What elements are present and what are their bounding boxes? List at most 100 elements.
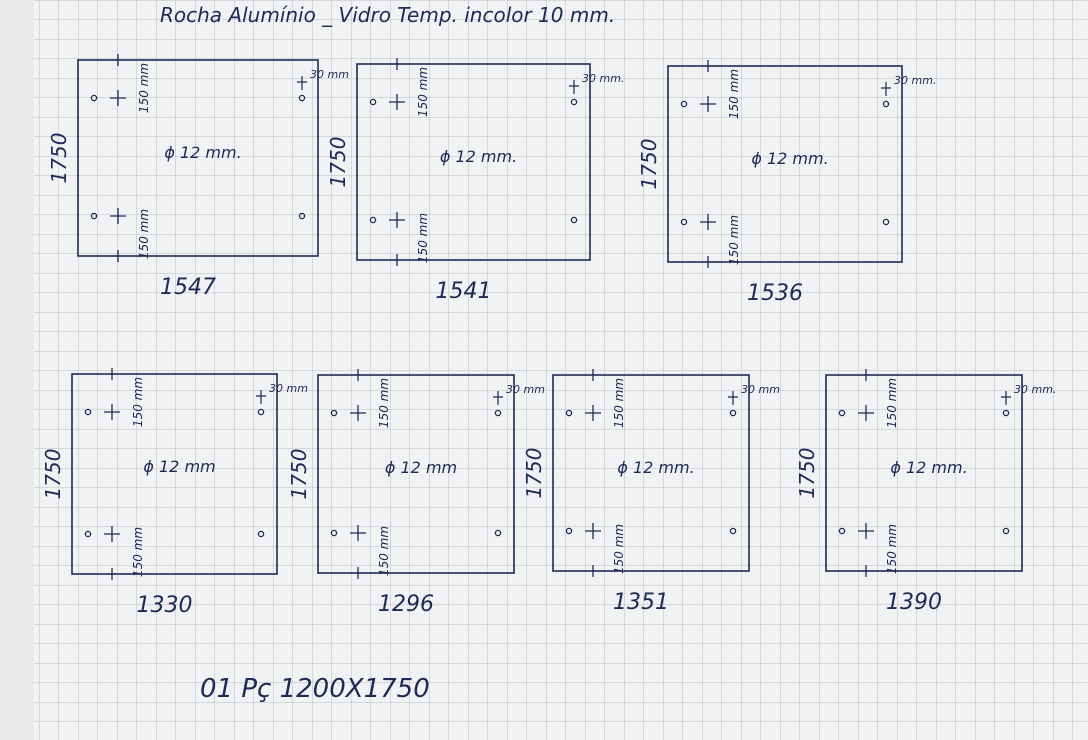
side-offset-mark — [256, 390, 266, 404]
drill-hole — [565, 409, 573, 417]
side-offset-label: 30 mm. — [1014, 383, 1056, 396]
hole-position-mark — [389, 212, 405, 228]
panel-outline — [356, 63, 591, 261]
edge-distance-bottom-label: 150 mm — [131, 527, 145, 577]
panel-outline — [667, 65, 903, 263]
hole-position-mark — [350, 525, 366, 541]
edge-distance-bottom-label: 150 mm — [612, 524, 626, 574]
side-offset-mark — [728, 391, 738, 405]
edge-distance-bottom-label: 150 mm — [137, 209, 151, 259]
side-offset-label: 30 mm — [310, 68, 349, 81]
panel-width-label: 1536 — [747, 281, 803, 306]
hole-position-mark — [104, 404, 120, 420]
left-margin-strip — [0, 0, 34, 740]
panel-height-label: 1750 — [795, 448, 819, 499]
side-offset-mark — [493, 391, 503, 405]
drill-hole — [494, 409, 502, 417]
edge-distance-top-label: 150 mm — [612, 378, 626, 428]
drill-hole — [369, 216, 377, 224]
drill-hole — [680, 218, 688, 226]
hole-position-mark — [585, 523, 601, 539]
hole-diameter-label: ϕ 12 mm. — [751, 149, 828, 168]
edge-distance-top-label: 150 mm — [727, 69, 741, 119]
drill-hole — [330, 529, 338, 537]
hole-position-mark — [350, 405, 366, 421]
hole-position-mark — [585, 405, 601, 421]
edge-distance-bottom-label: 150 mm — [885, 524, 899, 574]
hole-diameter-label: ϕ 12 mm. — [164, 143, 241, 162]
hole-diameter-label: ϕ 12 mm. — [440, 147, 517, 166]
glass-panel-6: 1750 1351 ϕ 12 mm. 150 mm 150 mm 30 mm — [522, 369, 780, 615]
order-note: 01 Pç 1200X1750 — [200, 674, 430, 704]
drill-hole — [1002, 409, 1010, 417]
edge-distance-top-label: 150 mm — [416, 67, 430, 117]
hole-position-mark — [110, 208, 126, 224]
edge-distance-top-label: 150 mm — [377, 378, 391, 428]
drill-hole — [729, 409, 737, 417]
drill-hole — [1002, 527, 1010, 535]
hole-position-mark — [389, 94, 405, 110]
panel-outline — [552, 374, 750, 572]
side-offset-label: 30 mm — [741, 383, 780, 396]
hole-position-mark — [858, 523, 874, 539]
drill-hole — [369, 98, 377, 106]
drill-hole — [298, 94, 306, 102]
panel-height-label: 1750 — [287, 449, 311, 500]
panel-outline — [77, 59, 319, 257]
drill-hole — [494, 529, 502, 537]
panel-width-label: 1541 — [436, 279, 492, 304]
drill-hole — [838, 527, 846, 535]
side-offset-mark — [569, 80, 579, 94]
hole-position-mark — [858, 405, 874, 421]
glass-panel-1: 1750 1547 ϕ 12 mm. 150 mm 150 mm 30 mm — [47, 54, 349, 300]
drill-hole — [257, 408, 265, 416]
panel-outline — [71, 373, 278, 575]
panel-width-label: 1330 — [137, 593, 193, 618]
drill-hole — [565, 527, 573, 535]
edge-distance-top-label: 150 mm — [137, 63, 151, 113]
drill-hole — [729, 527, 737, 535]
drill-hole — [257, 530, 265, 538]
panel-height-label: 1750 — [326, 137, 350, 188]
panel-width-label: 1351 — [613, 590, 669, 615]
panel-height-label: 1750 — [522, 448, 546, 499]
drill-hole — [298, 212, 306, 220]
hole-diameter-label: ϕ 12 mm. — [617, 458, 694, 477]
sheet-title: Rocha Alumínio _ Vidro Temp. incolor 10 … — [160, 3, 615, 27]
side-offset-mark — [881, 82, 891, 96]
panel-width-label: 1390 — [886, 590, 942, 615]
panel-height-label: 1750 — [47, 133, 71, 184]
drill-hole — [330, 409, 338, 417]
edge-distance-top-label: 150 mm — [131, 377, 145, 427]
hole-position-mark — [110, 90, 126, 106]
hole-position-mark — [700, 214, 716, 230]
panel-outline — [825, 374, 1023, 572]
drill-hole — [570, 216, 578, 224]
edge-distance-bottom-label: 150 mm — [377, 526, 391, 576]
edge-distance-bottom-label: 150 mm — [416, 213, 430, 263]
panel-outline — [317, 374, 515, 574]
hole-position-mark — [104, 526, 120, 542]
drill-hole — [84, 530, 92, 538]
side-offset-label: 30 mm — [506, 383, 545, 396]
hole-diameter-label: ϕ 12 mm — [385, 458, 457, 477]
panel-height-label: 1750 — [41, 449, 65, 500]
drill-hole — [838, 409, 846, 417]
drill-hole — [680, 100, 688, 108]
side-offset-label: 30 mm — [269, 382, 308, 395]
drill-hole — [570, 98, 578, 106]
hole-position-mark — [700, 96, 716, 112]
side-offset-mark — [1001, 391, 1011, 405]
panel-width-label: 1547 — [160, 275, 216, 300]
hole-diameter-label: ϕ 12 mm — [143, 457, 215, 476]
side-offset-mark — [297, 76, 307, 90]
panel-height-label: 1750 — [637, 139, 661, 190]
drill-hole — [84, 408, 92, 416]
edge-distance-bottom-label: 150 mm — [727, 215, 741, 265]
hole-diameter-label: ϕ 12 mm. — [890, 458, 967, 477]
grid-area — [34, 0, 1088, 740]
